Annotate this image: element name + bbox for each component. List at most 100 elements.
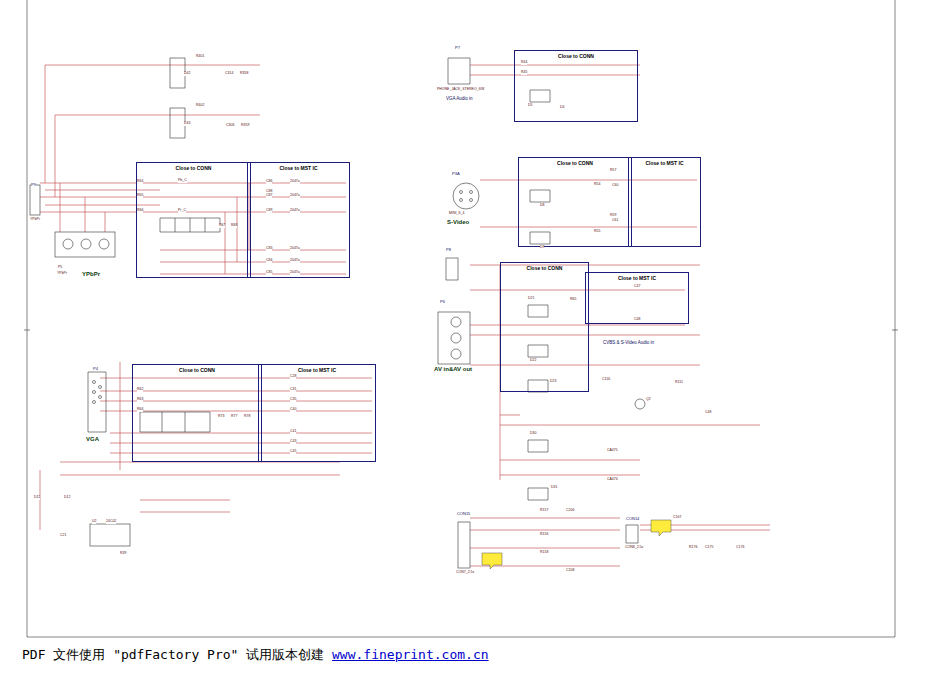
footer-line: PDF 文件使用 "pdfFactory Pro" 试用版本创建 www.fin… — [22, 646, 489, 664]
component-ref: R44 — [521, 61, 527, 65]
part-label: AV in&AV out — [434, 366, 472, 373]
component-ref: C48 — [634, 318, 640, 322]
component-ref: R45 — [521, 71, 527, 75]
component-ref: 2047a — [290, 259, 300, 263]
component-ref: C35 — [290, 398, 296, 402]
part-label: VGA — [86, 436, 99, 443]
component-ref: R64 — [137, 180, 143, 184]
part-label: P8 — [446, 248, 451, 252]
component-ref: R59 — [610, 214, 616, 218]
box-heading: Close to MST IC — [586, 275, 688, 281]
component-ref: D31 — [551, 486, 557, 490]
box-heading: Close to MST IC — [629, 160, 700, 166]
component-ref: C41 — [290, 430, 296, 434]
component-ref: U2 — [92, 520, 96, 524]
component-ref: R66 — [137, 209, 143, 213]
component-ref: D21 — [528, 297, 534, 301]
component-ref: C176 — [736, 546, 744, 550]
component-ref: Pr_C — [178, 209, 186, 213]
component-ref: R65 — [137, 194, 143, 198]
component-ref: C87 — [266, 194, 272, 198]
component-ref: D23 — [550, 380, 556, 384]
part-label: P6 — [440, 300, 445, 304]
component-ref: 24C02 — [106, 520, 116, 524]
region-box: Close to CONN — [132, 364, 262, 462]
component-ref: D43 — [184, 122, 190, 126]
component-ref: MINI_S_4 — [449, 212, 465, 216]
component-ref: C21 — [60, 534, 66, 538]
component-ref: C86 — [266, 180, 272, 184]
component-ref: R54 — [594, 183, 600, 187]
part-label: VGA Audio in — [446, 97, 473, 102]
component-ref: C314 — [225, 72, 233, 76]
component-ref: R68 — [231, 224, 237, 228]
region-box: Close to CONN — [136, 162, 251, 278]
component-ref: C206 — [566, 509, 574, 513]
component-ref: C175 — [705, 546, 713, 550]
box-heading: Close to CONN — [519, 160, 631, 166]
box-heading: Close to CONN — [515, 53, 637, 59]
box-heading: Close to MST IC — [259, 367, 375, 373]
region-box: Close to CONN — [500, 262, 589, 392]
component-ref: CON8_2.5x — [625, 546, 643, 550]
region-box: Close to MST IC — [585, 272, 689, 324]
component-ref: D4 — [560, 106, 564, 110]
region-box: Close to MST IC — [628, 157, 701, 247]
component-ref: R67 — [219, 224, 225, 228]
part-label: P7 — [455, 46, 460, 50]
component-ref: Q2 — [646, 398, 651, 402]
component-ref: R111 — [675, 381, 683, 385]
component-ref: R401 — [196, 55, 204, 59]
component-ref: 2047a — [290, 180, 300, 184]
part-label: CON14 — [626, 517, 639, 521]
component-ref: D8 — [540, 204, 544, 208]
component-ref: D5 — [528, 104, 532, 108]
part-label: YPbPr — [82, 271, 100, 278]
box-heading: Close to CONN — [137, 165, 250, 171]
component-ref: C48 — [705, 411, 711, 415]
component-ref: CA474 — [607, 478, 618, 482]
part-label: P3A — [452, 172, 460, 176]
component-ref: D11 — [34, 496, 40, 500]
component-ref: R359 — [241, 124, 249, 128]
component-ref: R402 — [196, 104, 204, 108]
component-ref: 2047a — [290, 271, 300, 275]
component-ref: 2047a — [290, 194, 300, 198]
component-ref: 2047a — [290, 247, 300, 251]
component-ref: D42 — [184, 72, 190, 76]
component-ref: C84 — [266, 259, 272, 263]
component-ref: C85 — [266, 271, 272, 275]
component-ref: C61 — [612, 219, 618, 223]
component-ref: C60 — [612, 184, 618, 188]
component-ref: C167 — [673, 516, 681, 520]
component-ref: D12 — [64, 496, 70, 500]
component-ref: R39 — [120, 552, 126, 556]
component-ref: C89 — [266, 209, 272, 213]
component-ref: Pb_C — [178, 179, 187, 183]
component-ref: C40 — [290, 408, 296, 412]
component-ref: R78 — [244, 415, 250, 419]
component-ref: YPbPr — [30, 218, 40, 222]
component-ref: C83 — [266, 247, 272, 251]
component-ref: D22 — [530, 359, 536, 363]
component-ref: R62 — [137, 388, 143, 392]
component-ref: CON7_2.5x — [456, 571, 474, 575]
component-ref: C43 — [290, 440, 296, 444]
component-ref: R156 — [540, 533, 548, 537]
component-ref: R57 — [610, 169, 616, 173]
footer-link: www.fineprint.com.cn — [332, 647, 489, 662]
component-ref: R77 — [231, 415, 237, 419]
component-ref: D9 — [540, 246, 544, 250]
component-ref: C208 — [566, 569, 574, 573]
region-box: Close to MST IC — [258, 364, 376, 462]
component-ref: YPbPr — [57, 272, 67, 276]
part-label: S-Video — [447, 219, 469, 226]
part-label: P4 — [93, 367, 98, 371]
component-ref: R63 — [137, 398, 143, 402]
component-ref: C28 — [290, 375, 296, 379]
component-ref: C31 — [290, 388, 296, 392]
part-label: CON15 — [457, 512, 470, 516]
component-ref: R65 — [570, 298, 576, 302]
box-heading: Close to CONN — [133, 367, 261, 373]
